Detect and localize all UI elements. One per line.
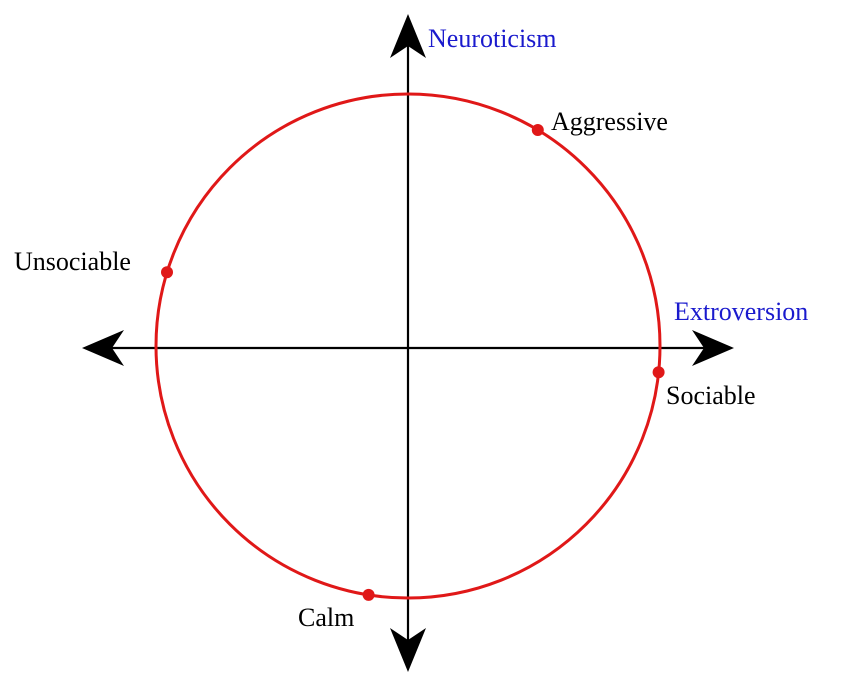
point-aggressive: Aggressive xyxy=(531,107,668,136)
point-label-unsociable: Unsociable xyxy=(14,247,131,276)
point-label-sociable: Sociable xyxy=(666,381,756,410)
point-label-calm: Calm xyxy=(298,603,354,632)
point-sociable: Sociable xyxy=(652,366,756,410)
axis-arrow-left xyxy=(82,330,124,366)
point-label-aggressive: Aggressive xyxy=(551,107,668,136)
axis-label-neuroticism: Neuroticism xyxy=(428,24,557,53)
trait-circle xyxy=(154,92,662,600)
point-marker xyxy=(362,588,375,601)
point-unsociable: Unsociable xyxy=(14,247,173,279)
point-marker xyxy=(161,266,173,279)
point-calm: Calm xyxy=(298,588,375,632)
axis-label-extroversion: Extroversion xyxy=(674,297,808,326)
axis-arrow-down xyxy=(390,628,426,672)
point-marker xyxy=(652,366,665,379)
point-marker xyxy=(531,124,544,136)
axis-arrow-right xyxy=(692,330,734,366)
axis-arrow-up xyxy=(390,14,426,58)
